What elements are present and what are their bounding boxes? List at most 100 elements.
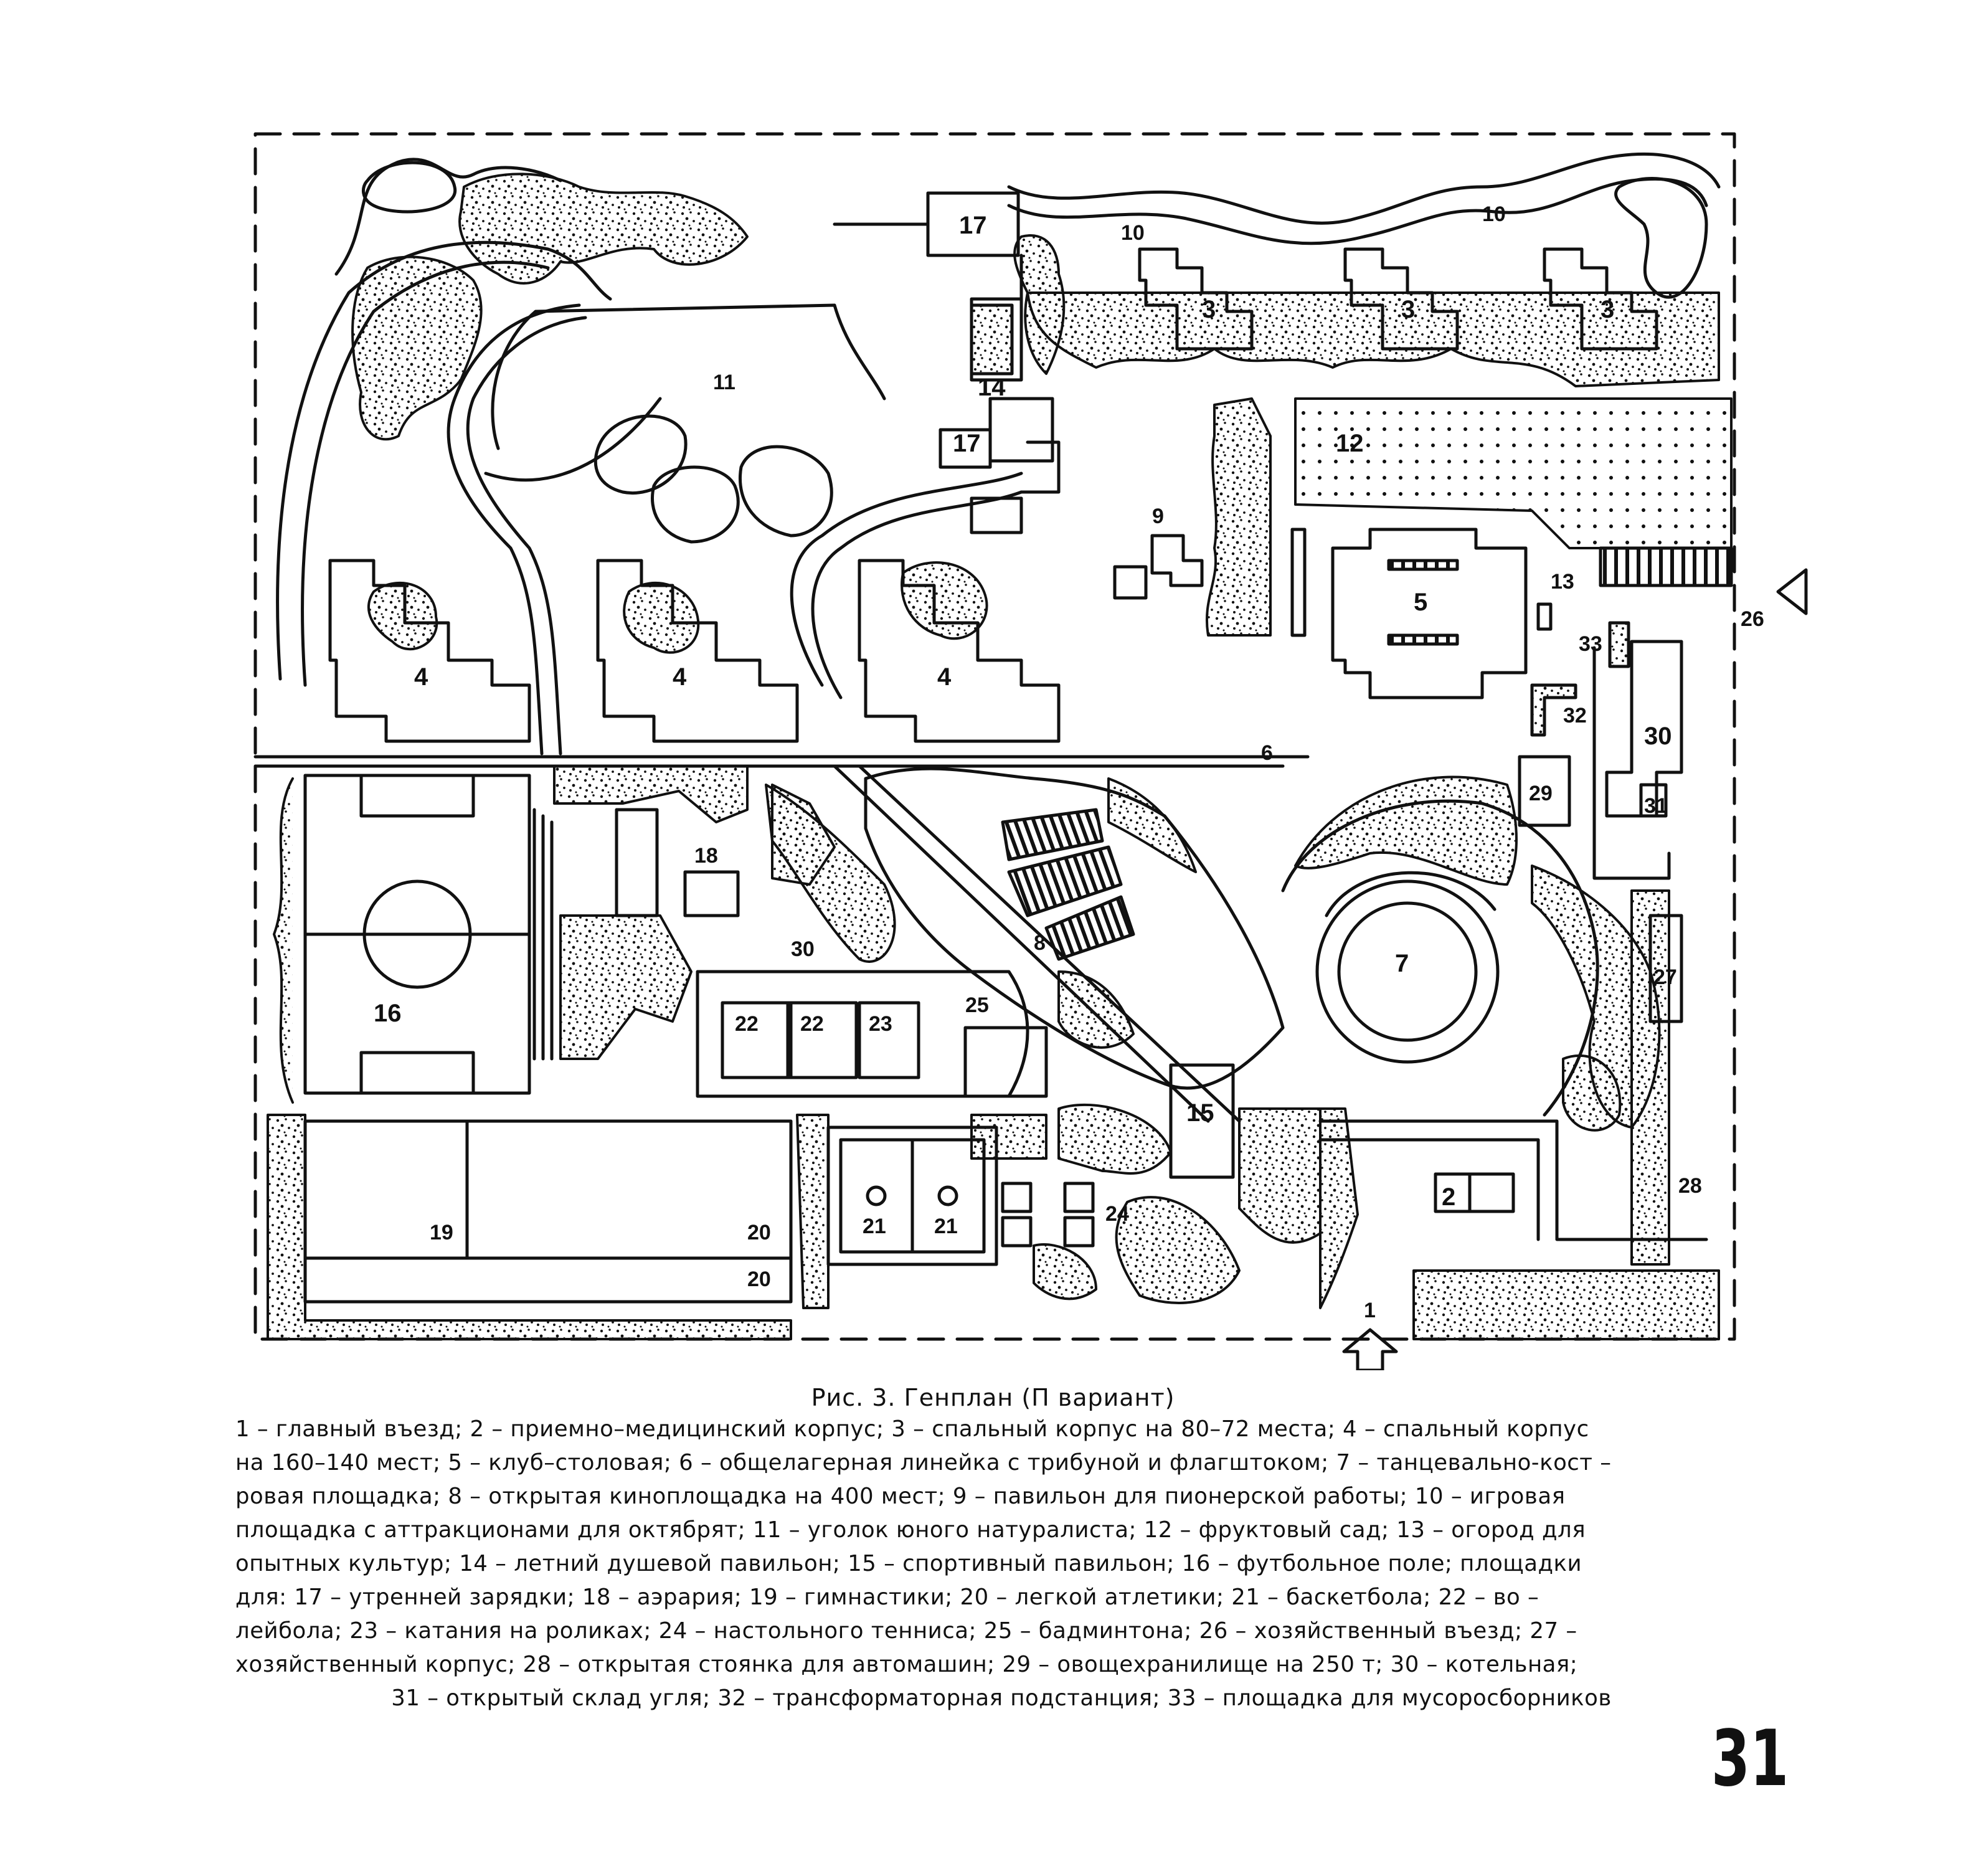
label-24: 24 [1105, 1202, 1129, 1226]
label-22-b: 22 [800, 1012, 824, 1036]
label-25: 25 [965, 993, 989, 1017]
legend-line: для: 17 – утренней зарядки; 18 – аэрария… [235, 1585, 1539, 1610]
legend-line: 31 – открытый склад угля; 32 – трансформ… [391, 1685, 1612, 1711]
legend-line: опытных культур; 14 – летний душевой пав… [235, 1551, 1582, 1576]
building-3 [1343, 247, 1459, 351]
label-5: 5 [1414, 589, 1427, 616]
label-10-b: 10 [1482, 202, 1506, 226]
vegetation [1057, 970, 1135, 1049]
label-4-c: 4 [937, 663, 952, 691]
zone-17-mid-b [988, 397, 1054, 463]
figure-title: Рис. 3. Генплан (П вариант) [811, 1384, 1175, 1411]
label-32: 32 [1563, 704, 1587, 727]
vegetation [623, 581, 700, 654]
label-29: 29 [1529, 782, 1553, 805]
label-21-b: 21 [934, 1215, 958, 1238]
building-3 [1543, 247, 1658, 351]
cinema-8-seating [1001, 808, 1104, 861]
label-15: 15 [1186, 1099, 1214, 1127]
label-30: 30 [1644, 722, 1672, 750]
tennis-24b [1001, 1216, 1033, 1248]
building-4 [596, 559, 799, 743]
legend-line: на 160–140 мест; 5 – клуб–столовая; 6 – … [235, 1450, 1612, 1476]
label-7: 7 [1395, 950, 1409, 977]
stream [334, 158, 562, 276]
vegetation [1107, 777, 1197, 873]
label-9: 9 [1152, 505, 1164, 528]
path [790, 471, 1023, 687]
vegetation [1630, 889, 1670, 1266]
label-26: 26 [1741, 607, 1764, 631]
page-number: 31 [1711, 1714, 1789, 1804]
vegetation [1205, 397, 1272, 637]
path [1592, 646, 1671, 880]
zone-9-strip [1290, 528, 1307, 637]
vegetation [559, 914, 693, 1060]
zone-14 [970, 303, 1014, 376]
club-canteen-5 [1331, 528, 1528, 699]
vegetation [1412, 1269, 1720, 1340]
vegetation [1026, 291, 1720, 387]
path [447, 303, 581, 756]
label-3-c: 3 [1601, 296, 1614, 323]
label-31: 31 [1644, 794, 1668, 818]
vegetation [267, 1114, 792, 1340]
label-22-a: 22 [735, 1012, 759, 1036]
pond [593, 414, 688, 495]
vegetation [901, 561, 988, 640]
dance-area-7-outer [1315, 879, 1500, 1064]
vegetation [1238, 1107, 1322, 1244]
zone-17-mid-c [970, 496, 1023, 534]
building-4 [328, 559, 531, 743]
label-8: 8 [1034, 931, 1046, 955]
volleyball-22a [721, 1001, 793, 1079]
label-1: 1 [1364, 1299, 1376, 1322]
site-boundary [253, 132, 1736, 1341]
basketball-21b [910, 1138, 986, 1254]
label-2: 2 [1442, 1183, 1455, 1211]
path [301, 260, 550, 687]
medical-2b [1468, 1172, 1515, 1213]
service-entry-arrow [1776, 568, 1808, 615]
path [696, 970, 1029, 1098]
pond [1614, 177, 1708, 299]
label-28: 28 [1678, 1174, 1702, 1198]
sports-pavilion-15 [1169, 1063, 1235, 1179]
label-20-b: 20 [747, 1267, 771, 1291]
label-21-a: 21 [863, 1215, 886, 1238]
label-3-b: 3 [1401, 296, 1415, 323]
building-3 [1138, 247, 1254, 351]
athletics-20-b [303, 1256, 793, 1304]
vegetation [796, 1114, 830, 1309]
figure-legend: 1 – главный въезд; 2 – приемно–медицинск… [235, 1413, 1767, 1715]
path [276, 240, 612, 681]
label-11: 11 [713, 371, 735, 394]
vegetation [458, 173, 749, 285]
label-30-small: 30 [791, 937, 815, 961]
path [1019, 440, 1061, 494]
vegetation [273, 777, 294, 1104]
coal-store-31 [1639, 783, 1668, 818]
pond [651, 465, 740, 544]
label-17-mid: 17 [953, 430, 981, 457]
label-3-a: 3 [1202, 296, 1216, 323]
aerarium-18 [615, 808, 659, 917]
vegetation [1294, 775, 1518, 886]
athletics-20 [465, 1119, 793, 1260]
label-10-a: 10 [1121, 221, 1145, 245]
pond [739, 445, 833, 538]
site-plan-drawing: 17 17 14 10 10 3 3 3 11 12 9 5 13 26 33 … [253, 132, 1808, 1370]
path [858, 764, 1241, 1123]
transformer-32 [1530, 683, 1577, 737]
pavilion-9b [1113, 565, 1148, 600]
label-16: 16 [374, 1000, 402, 1027]
roller-23 [858, 1001, 920, 1079]
vegetable-store-29 [1518, 755, 1571, 827]
vegetation [367, 581, 438, 651]
pond [361, 161, 457, 214]
tennis-24a [1001, 1182, 1033, 1213]
path [484, 397, 662, 481]
label-4-a: 4 [414, 663, 428, 691]
legend-line: площадка с аттракционами для октябрят; 1… [235, 1517, 1586, 1543]
label-19: 19 [430, 1221, 453, 1244]
